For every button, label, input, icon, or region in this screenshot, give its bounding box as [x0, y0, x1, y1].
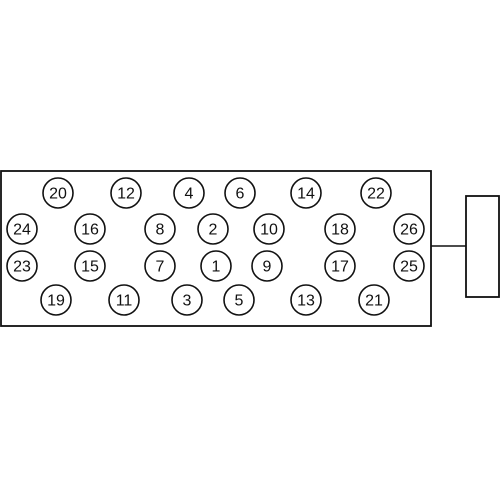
bolt-circle — [6, 250, 38, 282]
bolt-number-label: 23 — [13, 259, 31, 276]
bolt-number-label: 9 — [263, 259, 272, 276]
bolt-circle — [171, 284, 203, 316]
bolt-circle — [324, 250, 356, 282]
bolt-number-label: 13 — [297, 293, 315, 310]
bolt-circle — [108, 284, 140, 316]
bolt-circle — [290, 177, 322, 209]
bolt-circle — [290, 284, 322, 316]
bolt-circle — [253, 213, 285, 245]
bolt-circle — [40, 284, 72, 316]
bolt-circle — [224, 177, 256, 209]
bolt-number-label: 7 — [156, 259, 165, 276]
bolt-number-label: 17 — [331, 259, 349, 276]
bolt-number-label: 3 — [183, 293, 192, 310]
bolt-circle — [358, 284, 390, 316]
bolt-number-label: 12 — [117, 186, 135, 203]
bolt-circle — [393, 213, 425, 245]
bolt-circle — [42, 177, 74, 209]
bolt-number-label: 19 — [47, 293, 65, 310]
bolt-number-label: 2 — [209, 222, 218, 239]
bolt-circle — [144, 250, 176, 282]
bolt-number-label: 6 — [236, 186, 245, 203]
bolt-number-label: 26 — [400, 222, 418, 239]
bolt-number-label: 24 — [13, 222, 31, 239]
bolt-circle — [360, 177, 392, 209]
bolt-circle — [324, 213, 356, 245]
bolt-circle — [223, 284, 255, 316]
bolt-number-label: 18 — [331, 222, 349, 239]
bolt-number-label: 8 — [156, 222, 165, 239]
bolt-number-label: 14 — [297, 186, 315, 203]
bolt-circle — [6, 213, 38, 245]
bolt-number-label: 25 — [400, 259, 418, 276]
bolt-number-label: 21 — [365, 293, 383, 310]
bolt-circle — [173, 177, 205, 209]
bolt-number-label: 5 — [235, 293, 244, 310]
bolt-circle — [393, 250, 425, 282]
bolt-circle — [74, 250, 106, 282]
bolt-circle — [74, 213, 106, 245]
end-tab-box — [465, 195, 500, 298]
bolt-number-label: 16 — [81, 222, 99, 239]
bolt-number-label: 4 — [185, 186, 194, 203]
bolt-circle — [251, 250, 283, 282]
bolt-number-label: 11 — [116, 293, 133, 310]
cylinder-head-outline — [0, 170, 432, 327]
bolt-circle — [200, 250, 232, 282]
bolt-circle — [197, 213, 229, 245]
bolt-number-label: 22 — [367, 186, 385, 203]
bolt-number-label: 1 — [212, 259, 221, 276]
bolt-circle — [110, 177, 142, 209]
bolt-circle — [144, 213, 176, 245]
bolt-number-label: 10 — [260, 222, 278, 239]
bolt-number-label: 15 — [81, 259, 99, 276]
bolt-number-label: 20 — [49, 186, 67, 203]
